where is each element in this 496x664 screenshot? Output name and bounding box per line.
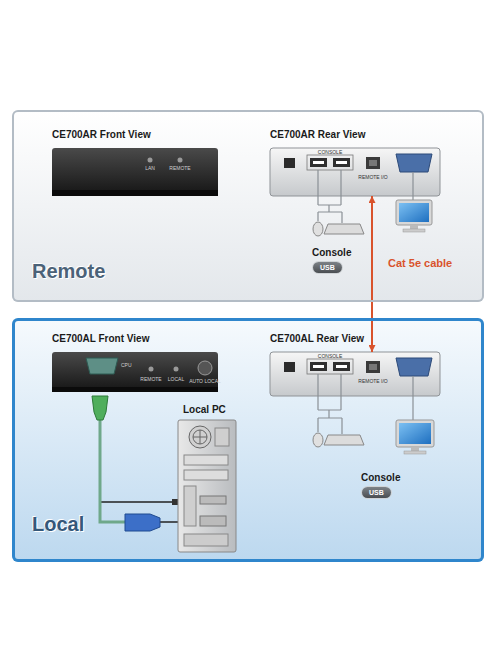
pc-tower — [178, 420, 236, 552]
device-front — [52, 148, 218, 196]
badge-text: USB — [369, 488, 384, 497]
region-label: Remote — [32, 260, 105, 283]
panel-ground — [12, 318, 484, 562]
usb-badge: ConsoleUSB — [362, 487, 391, 498]
mouse-keyboard — [313, 433, 364, 447]
device-rear — [270, 148, 440, 196]
kvm-cable — [92, 396, 182, 531]
region-panel: LocalCE700AL Front ViewCE700AL Rear View… — [12, 318, 484, 562]
port-label: REMOTE I/O — [358, 379, 387, 384]
port-label: REMOTE — [169, 166, 190, 171]
usb-badge: ConsoleUSB — [313, 262, 342, 273]
port-label: CONSOLE — [318, 150, 342, 155]
port-label: LAN — [145, 166, 155, 171]
port-label: REMOTE — [140, 377, 161, 382]
device-box: CE700AL Front View — [52, 352, 218, 392]
port-label: REMOTE I/O — [358, 175, 387, 180]
region-label: Local — [32, 513, 84, 536]
mouse-keyboard — [313, 222, 364, 236]
region-panel: RemoteCE700AR Front ViewCE700AR Rear Vie… — [12, 110, 484, 302]
monitor — [396, 420, 434, 454]
port-label: CPU — [121, 363, 132, 368]
port-heading: Console — [361, 472, 400, 483]
device-front — [52, 352, 218, 392]
device-rear — [270, 352, 440, 396]
panel-ground — [12, 110, 484, 302]
device-box: CE700AR Rear View — [270, 148, 440, 196]
part-label: Local PC — [183, 405, 226, 415]
badge-text: USB — [320, 263, 335, 272]
monitor — [396, 200, 432, 232]
port-label: LOCAL — [168, 377, 184, 382]
view-heading: CE700AR Rear View — [270, 129, 365, 140]
port-label: AUTO LOCAL — [189, 379, 221, 384]
device-box: CE700AR Front View — [52, 148, 218, 196]
port-label: CONSOLE — [318, 354, 342, 359]
port-heading: Console — [312, 247, 351, 258]
cable-arrow — [371, 196, 373, 352]
view-heading: CE700AR Front View — [52, 129, 151, 140]
device-box: CE700AL Rear View — [270, 352, 440, 396]
view-heading: CE700AL Rear View — [270, 333, 364, 344]
edge-label: Cat 5e cable — [388, 258, 452, 269]
view-heading: CE700AL Front View — [52, 333, 149, 344]
